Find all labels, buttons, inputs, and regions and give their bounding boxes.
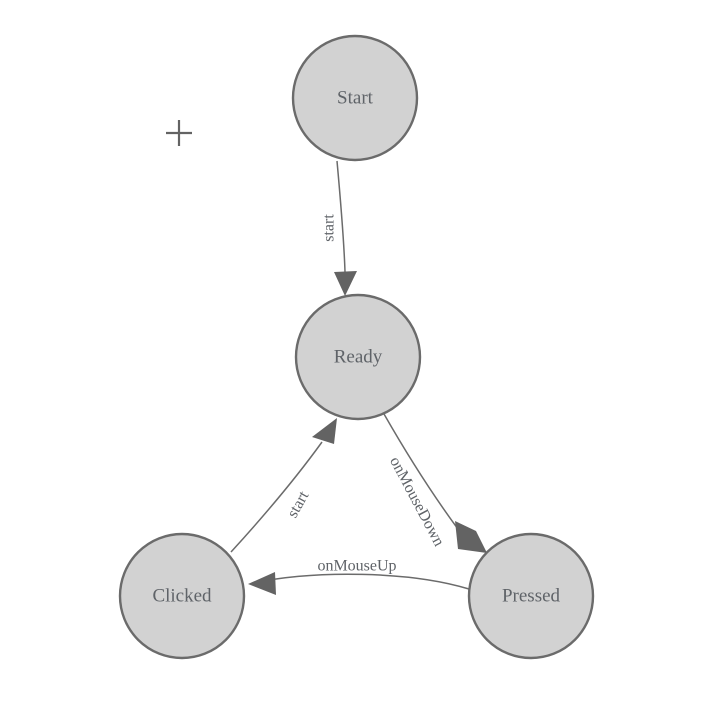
arrow-head-into-pressed bbox=[455, 521, 487, 553]
edge-path-pressed-to-clicked[interactable] bbox=[252, 573, 470, 590]
node-label-pressed: Pressed bbox=[502, 585, 561, 606]
edge-start-to-ready[interactable]: start bbox=[321, 160, 357, 296]
node-label-ready: Ready bbox=[334, 346, 383, 367]
node-circle-start[interactable] bbox=[291, 34, 419, 162]
node-clicked[interactable]: Clicked bbox=[118, 532, 246, 660]
arrow-head-into-ready-top bbox=[334, 271, 357, 296]
edge-path-clicked-to-ready[interactable] bbox=[230, 441, 323, 553]
node-circle-clicked[interactable] bbox=[118, 532, 246, 660]
edge-pressed-to-clicked[interactable]: onMouseUp bbox=[248, 558, 470, 595]
plus-marker-icon bbox=[166, 120, 192, 146]
node-pressed[interactable]: Pressed bbox=[467, 532, 595, 660]
arrow-head-into-ready-bottom bbox=[312, 418, 337, 444]
edge-ready-to-pressed[interactable]: onMouseDown bbox=[383, 413, 487, 553]
edge-label-clicked-to-ready: start bbox=[284, 488, 312, 521]
node-start[interactable]: Start bbox=[291, 34, 419, 162]
edge-label-start-to-ready: start bbox=[321, 214, 338, 242]
arrow-head-into-clicked bbox=[248, 572, 276, 595]
node-ready[interactable]: Ready bbox=[294, 293, 422, 421]
edge-label-pressed-to-clicked: onMouseUp bbox=[317, 558, 396, 575]
node-label-clicked: Clicked bbox=[152, 585, 212, 606]
node-label-start: Start bbox=[337, 87, 374, 108]
node-circle-ready[interactable] bbox=[294, 293, 422, 421]
node-circle-pressed[interactable] bbox=[467, 532, 595, 660]
edge-path-start-to-ready[interactable] bbox=[336, 160, 346, 273]
edge-clicked-to-ready[interactable]: start bbox=[230, 418, 337, 553]
